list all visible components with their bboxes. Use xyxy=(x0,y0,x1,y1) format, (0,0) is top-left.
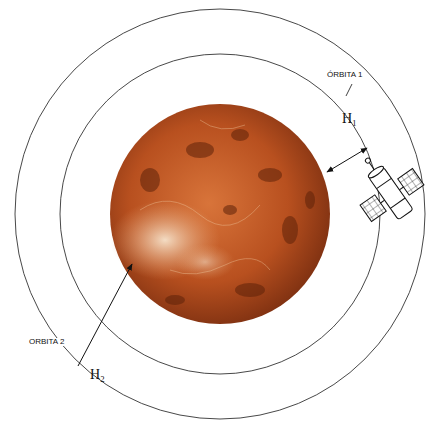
height-label: H₂ xyxy=(90,368,105,382)
orbit-2 xyxy=(15,9,425,419)
orbit-1 xyxy=(60,54,380,374)
h1-dimension xyxy=(327,148,367,172)
leader-line xyxy=(346,84,352,96)
planet xyxy=(110,104,330,324)
height-label: H₁ xyxy=(342,112,357,126)
orbit-label: ÓRBITA 1 xyxy=(326,71,363,79)
satellite xyxy=(340,140,432,233)
h2-dimension xyxy=(78,264,132,366)
orbit-label: ORBITA 2 xyxy=(28,338,65,346)
